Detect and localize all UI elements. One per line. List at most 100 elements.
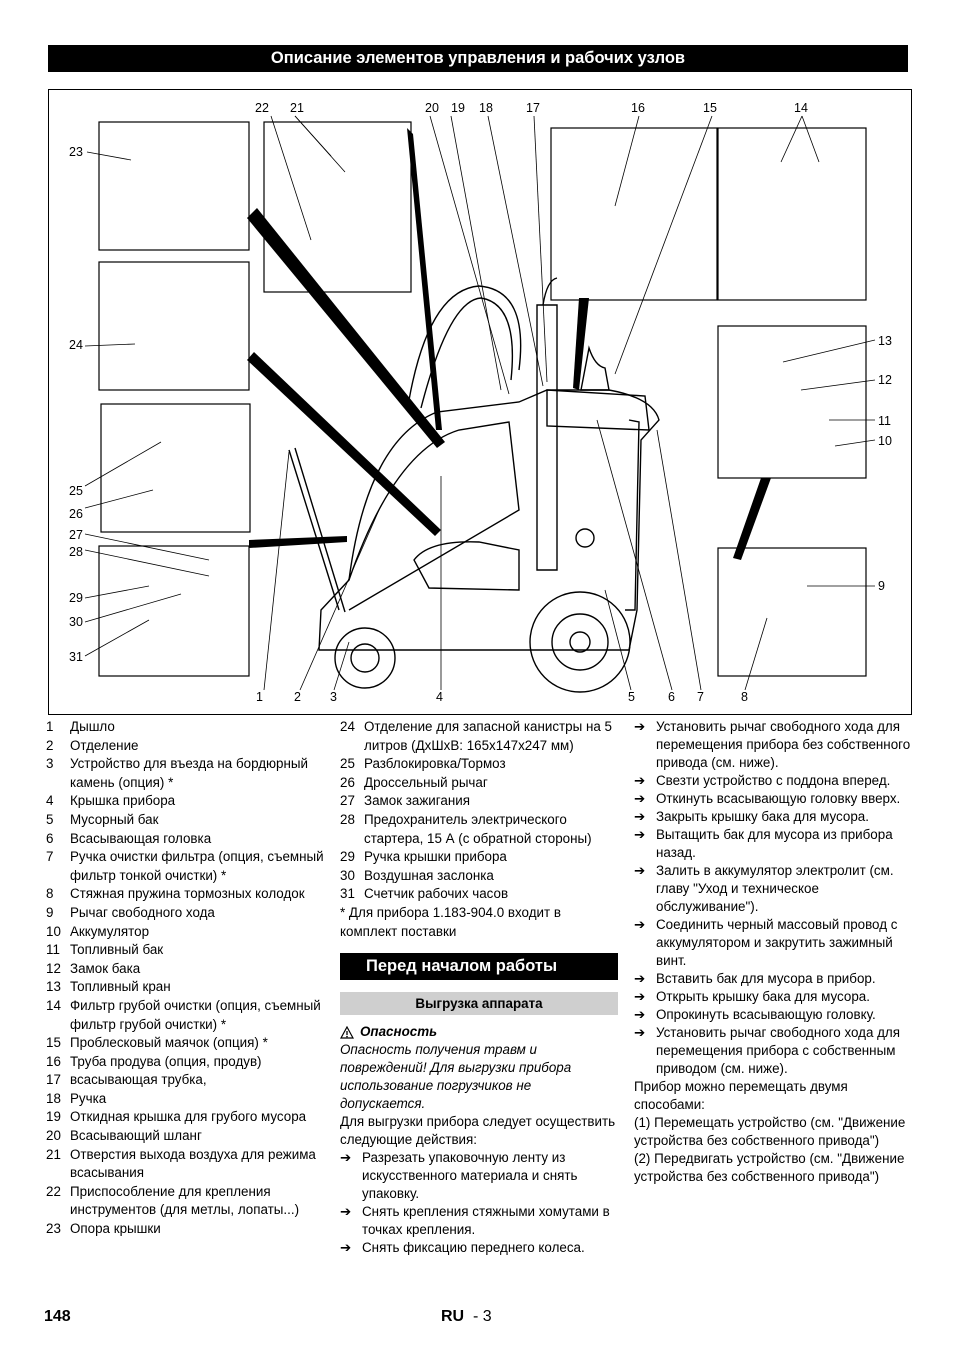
- arrow-icon: ➔: [634, 791, 646, 806]
- step-item: ➔Закрыть крышку бака для мусора.: [634, 809, 869, 824]
- warning-title: Опасность: [360, 1024, 438, 1040]
- move-option: (2) Передвигать устройство (см. "Движени…: [634, 1151, 905, 1184]
- detail-box-8-9: [717, 547, 867, 677]
- callout-label: 7: [697, 690, 704, 704]
- step-item: ➔Залить в аккумулятор электролит (см. гл…: [634, 863, 894, 914]
- page-number: 148: [44, 1308, 71, 1325]
- detail-box-27-31: [98, 545, 250, 677]
- callout-label: 10: [878, 434, 892, 448]
- callout-label: 30: [69, 615, 83, 629]
- callout-label: 13: [878, 334, 892, 348]
- step-item: ➔Откинуть всасывающую головку вверх.: [634, 791, 901, 806]
- detail-box-25-26: [100, 403, 251, 533]
- callout-label: 8: [741, 690, 748, 704]
- step-item: ➔Установить рычаг свободного хода для пе…: [634, 1025, 900, 1076]
- step-item: ➔Установить рычаг свободного хода для пе…: [634, 719, 911, 770]
- callout-label: 24: [69, 338, 83, 352]
- callout-label: 22: [255, 101, 269, 115]
- callout-label: 25: [69, 484, 83, 498]
- step-item: ➔Свезти устройство с поддона вперед.: [634, 773, 891, 788]
- warning-text: Опасность получения травм и повреждений!…: [340, 1042, 572, 1112]
- arrow-icon: ➔: [340, 1150, 352, 1166]
- callout-label: 29: [69, 591, 83, 605]
- callout-label: 3: [330, 690, 337, 704]
- detail-box-21-22: [263, 121, 412, 293]
- callout-label: 11: [878, 414, 891, 428]
- arrow-icon: ➔: [634, 809, 646, 824]
- machine-diagram: 22 21 20 19 18 17 16 15 14 23 24 25 26 2…: [48, 89, 912, 715]
- callout-label: 27: [69, 528, 83, 542]
- arrow-icon: ➔: [634, 773, 646, 788]
- arrow-icon: ➔: [634, 1007, 646, 1022]
- step-item: ➔Соединить черный массовый провод с акку…: [634, 917, 898, 968]
- machine-illustration: [84, 115, 876, 693]
- arrow-icon: ➔: [634, 1025, 646, 1040]
- callout-label: 31: [69, 650, 83, 664]
- danger-warning: Опасность Опасность получения травм и по…: [340, 1023, 618, 1113]
- callout-label: 17: [526, 101, 540, 115]
- section-page: - 3: [473, 1308, 492, 1325]
- detail-box-23: [98, 121, 250, 251]
- arrow-icon: ➔: [634, 719, 646, 734]
- section-heading: Перед началом работы: [340, 953, 618, 981]
- step-item: ➔Открыть крышку бака для мусора.: [634, 989, 870, 1004]
- callout-label: 1: [256, 690, 263, 704]
- arrow-icon: ➔: [634, 917, 646, 932]
- arrow-icon: ➔: [340, 1240, 352, 1256]
- step-item: ➔Разрезать упаковочную ленту из искусств…: [340, 1150, 578, 1202]
- callout-label: 19: [451, 101, 465, 115]
- step-item: ➔Опрокинуть всасывающую головку.: [634, 1007, 876, 1022]
- detail-box-10-13: [717, 325, 867, 479]
- callout-label: 9: [878, 579, 885, 593]
- step-item: ➔Снять фиксацию переднего колеса.: [340, 1240, 585, 1256]
- callout-label: 4: [436, 690, 443, 704]
- callout-label: 5: [628, 690, 635, 704]
- callout-label: 21: [290, 101, 304, 115]
- detail-box-14: [717, 127, 867, 301]
- callout-label: 16: [631, 101, 645, 115]
- subsection-heading: Выгрузка аппарата: [340, 992, 618, 1016]
- footer-label: RU - 3: [441, 1308, 492, 1326]
- arrow-icon: ➔: [634, 989, 646, 1004]
- callout-label: 20: [425, 101, 439, 115]
- step-item: ➔Вставить бак для мусора в прибор.: [634, 971, 876, 986]
- detail-box-16: [550, 127, 718, 301]
- language-code: RU: [441, 1308, 465, 1325]
- move-option: (1) Перемещать устройство (см. "Движение…: [634, 1115, 906, 1148]
- callout-label: 23: [69, 145, 83, 159]
- step-item: ➔Снять крепления стяжными хомутами в точ…: [340, 1204, 610, 1238]
- step-item: ➔Вытащить бак для мусора из прибора наза…: [634, 827, 893, 860]
- arrow-icon: ➔: [634, 971, 646, 986]
- footnote: * Для прибора 1.183-904.0 входит в компл…: [340, 904, 561, 939]
- intro-text: Для выгрузки прибора следует осуществить…: [340, 1114, 616, 1148]
- arrow-icon: ➔: [634, 827, 646, 842]
